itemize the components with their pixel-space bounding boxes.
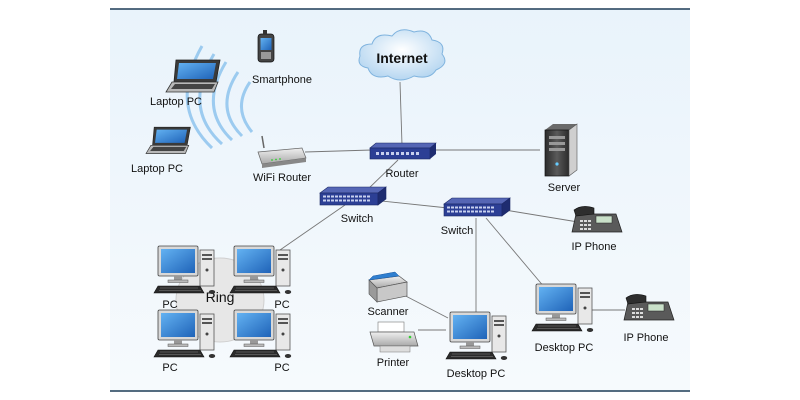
pc-bottom-left-label: PC	[162, 362, 177, 374]
server-label: Server	[548, 182, 581, 194]
wifi-router-label: WiFi Router	[253, 172, 311, 184]
smartphone-label: Smartphone	[252, 74, 312, 86]
smartphone-icon	[257, 30, 275, 63]
pc-bottom-right-label: PC	[274, 362, 289, 374]
switch-left-label: Switch	[341, 213, 373, 225]
internet-label: Internet	[376, 50, 428, 66]
ip-phone-bottom-label: IP Phone	[623, 332, 668, 344]
router-icon	[369, 142, 437, 160]
router-label: Router	[385, 168, 418, 180]
switch-right-label: Switch	[441, 225, 473, 237]
wifi-signal-icon	[185, 45, 254, 150]
laptop-top-label: Laptop PC	[150, 96, 202, 108]
printer-label: Printer	[377, 357, 410, 369]
pc-top-right-label: PC	[274, 299, 289, 311]
switch-right-icon	[443, 197, 511, 217]
scanner-label: Scanner	[368, 306, 409, 318]
desktop-right-label: Desktop PC	[535, 342, 594, 354]
laptop-bottom-label: Laptop PC	[131, 163, 183, 175]
printer-icon	[369, 321, 419, 353]
cables	[279, 81, 625, 331]
scanner-icon	[368, 271, 408, 303]
pc-top-left-label: PC	[162, 299, 177, 311]
ip-phone-top-label: IP Phone	[571, 241, 616, 253]
switch-left-icon	[319, 186, 387, 206]
desktop-center-label: Desktop PC	[447, 368, 506, 380]
server-icon	[544, 123, 578, 177]
wifi-router-icon	[257, 135, 307, 168]
internet-cloud-icon	[358, 29, 446, 81]
